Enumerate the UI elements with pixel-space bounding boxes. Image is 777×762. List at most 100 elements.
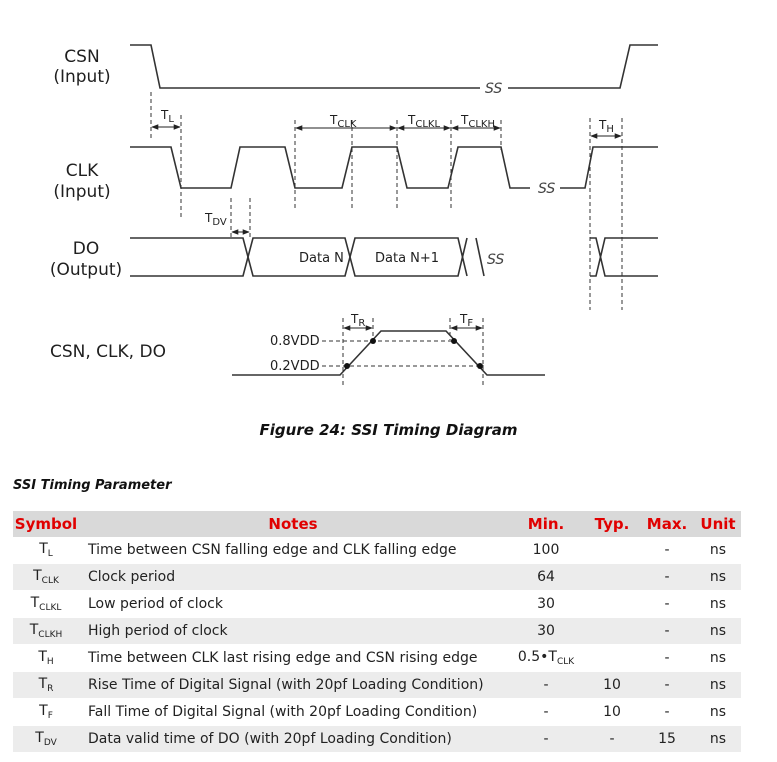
csn-waveform-end [508, 44, 658, 89]
cell-typ [585, 590, 639, 618]
cell-notes: Time between CSN falling edge and CLK fa… [79, 537, 507, 564]
tclkh-label: TCLKH [460, 113, 495, 130]
cell-notes: High period of clock [79, 617, 507, 645]
cell-typ: 10 [585, 698, 639, 726]
cell-symbol: TCLKL [13, 590, 79, 618]
th-label: TH [598, 118, 614, 135]
cell-notes: Clock period [79, 563, 507, 591]
cell-min: 0.5•TCLK [507, 644, 585, 672]
header-notes: Notes [79, 511, 507, 537]
cell-symbol: TR [13, 671, 79, 699]
cell-symbol: TCLKH [13, 617, 79, 645]
cell-max: - [639, 644, 695, 672]
header-min: Min. [507, 511, 585, 537]
transition-points [344, 338, 483, 369]
cell-unit: ns [695, 617, 741, 645]
do-waveform-top [130, 237, 468, 277]
cell-unit: ns [695, 537, 741, 564]
combined-signal-name: CSN, CLK, DO [50, 342, 166, 362]
cell-notes: Low period of clock [79, 590, 507, 618]
cell-min: 100 [507, 537, 585, 564]
clk-break-mark: SS [538, 181, 555, 197]
cell-min: - [507, 725, 585, 753]
clk-waveform [130, 146, 530, 189]
clk-signal-name: CLK (Input) [53, 161, 110, 202]
tdv-label: TDV [204, 211, 227, 228]
data-n-label: Data N [299, 251, 344, 266]
cell-typ: 10 [585, 671, 639, 699]
cell-notes: Fall Time of Digital Signal (with 20pf L… [79, 698, 507, 726]
cell-unit: ns [695, 563, 741, 591]
cell-max: - [639, 590, 695, 618]
csn-name-line1: CSN [64, 47, 99, 67]
header-max: Max. [639, 511, 695, 537]
cell-notes: Data valid time of DO (with 20pf Loading… [79, 725, 507, 753]
csn-waveform [130, 44, 480, 89]
tf-label: TF [459, 312, 473, 329]
header-unit: Unit [695, 511, 741, 537]
tclkl-label: TCLKL [407, 113, 440, 130]
csn-signal-name: CSN (Input) [53, 47, 110, 87]
cell-min: 30 [507, 617, 585, 645]
cell-max: - [639, 671, 695, 699]
cell-typ [585, 644, 639, 672]
cell-unit: ns [695, 725, 741, 753]
level-high-label: 0.8VDD [270, 334, 320, 349]
cell-max: - [639, 537, 695, 564]
cell-typ [585, 617, 639, 645]
cell-symbol: TCLK [13, 563, 79, 591]
dimension-arrows [151, 124, 622, 331]
cell-min: 30 [507, 590, 585, 618]
figure-caption: Figure 24: SSI Timing Diagram [259, 421, 518, 439]
ssi-timing-diagram: CSN (Input) CLK (Input) DO (Output) CSN,… [50, 44, 658, 385]
cell-unit: ns [695, 644, 741, 672]
waveforms [130, 44, 658, 376]
clk-waveform-end [560, 146, 658, 189]
cell-symbol: TH [13, 644, 79, 672]
cell-notes: Rise Time of Digital Signal (with 20pf L… [79, 671, 507, 699]
csn-name-line2: (Input) [53, 67, 110, 87]
tclk-label: TCLK [329, 113, 357, 130]
cell-min: 64 [507, 563, 585, 591]
cell-max: - [639, 563, 695, 591]
do-waveform-end [475, 237, 485, 277]
header-typ: Typ. [585, 511, 639, 537]
csn-break-mark: SS [485, 81, 502, 97]
do-waveform-right [590, 237, 658, 277]
table-header-row: Symbol Notes Min. Typ. Max. Unit [13, 511, 741, 537]
cell-unit: ns [695, 671, 741, 699]
cell-min: - [507, 698, 585, 726]
transition-waveform [232, 330, 545, 376]
section-title: SSI Timing Parameter [13, 478, 172, 493]
cell-typ: - [585, 725, 639, 753]
clk-name-line1: CLK [66, 161, 99, 181]
cell-max: 15 [639, 725, 695, 753]
cell-unit: ns [695, 698, 741, 726]
cell-typ [585, 537, 639, 564]
do-signal-name: DO (Output) [50, 239, 122, 280]
do-break-mark: SS [487, 252, 504, 268]
header-symbol: Symbol [13, 511, 79, 537]
cell-notes: Time between CLK last rising edge and CS… [79, 644, 507, 672]
tr-label: TR [350, 312, 365, 329]
clk-name-line2: (Input) [53, 182, 110, 202]
cell-symbol: TL [13, 537, 79, 564]
do-waveform-bottom [130, 237, 468, 277]
tl-label: TL [160, 108, 174, 125]
cell-unit: ns [695, 590, 741, 618]
cell-max: - [639, 617, 695, 645]
do-name-line2: (Output) [50, 260, 122, 280]
cell-min: - [507, 671, 585, 699]
data-n-plus-1-label: Data N+1 [375, 251, 439, 266]
cell-typ [585, 563, 639, 591]
break-marks: SS SS SS [485, 81, 555, 268]
